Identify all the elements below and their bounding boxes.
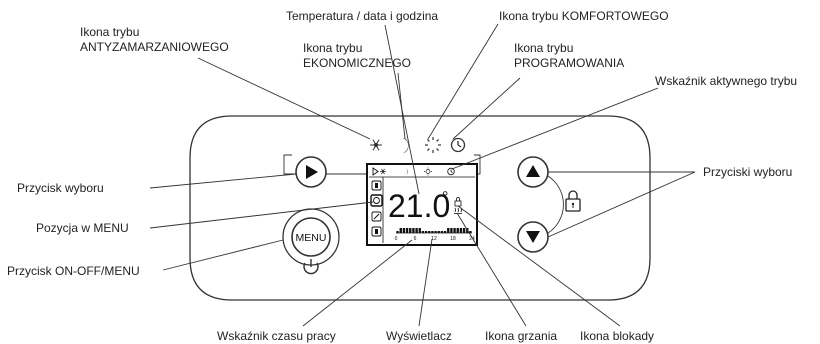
timeline-tick-label: 18	[450, 236, 456, 242]
label-program-icon-line1: Ikona trybu	[514, 41, 573, 55]
label-display: Wyświetlacz	[386, 329, 452, 343]
label-temp-date-time: Temperatura / data i godzina	[286, 9, 438, 23]
label-comfort-icon: Ikona trybu KOMFORTOWEGO	[499, 9, 669, 23]
label-working-time-indicator: Wskaźnik czasu pracy	[217, 329, 336, 343]
label-select-button-left: Przycisk wyboru	[17, 181, 104, 195]
leader-lines	[149, 23, 696, 327]
timeline-bar	[412, 228, 415, 233]
padlock-icon	[565, 190, 581, 212]
label-program-icon-line2: PROGRAMOWANIA	[514, 56, 624, 70]
lcd-degree: °	[442, 189, 448, 206]
lcd-sun-icon	[424, 167, 432, 176]
timeline-tick-label: 12	[431, 236, 437, 242]
lcd-display: 21.0 ° 0 6 12 18 24	[366, 163, 478, 246]
label-menu-position: Pozycja w MENU	[36, 221, 129, 235]
sun-icon	[425, 137, 441, 153]
timeline-bar	[443, 231, 447, 233]
timeline-tick-label: 24	[469, 236, 475, 242]
timeline-bar	[437, 231, 440, 233]
label-active-mode-indicator: Wskaźnik aktywnego trybu	[655, 74, 797, 88]
lcd-heating-icon	[454, 207, 462, 214]
timeline-bar	[456, 228, 459, 233]
select-button-left[interactable]	[295, 156, 327, 188]
label-lock-icon: Ikona blokady	[580, 329, 654, 343]
timeline-bar	[453, 228, 456, 233]
label-antifreeze-icon-line1: Ikona trybu	[80, 25, 139, 39]
lcd-temperature: 21.0	[388, 188, 450, 224]
timeline-bar	[431, 231, 434, 233]
menu-item-1	[371, 180, 382, 191]
clock-icon	[450, 137, 466, 153]
label-heating-icon: Ikona grzania	[485, 329, 557, 343]
timeline-bar	[396, 231, 399, 233]
arrow-up-icon	[526, 165, 540, 177]
lcd-clock-icon	[447, 167, 455, 176]
timeline-bar	[402, 228, 406, 233]
timeline-tick-label: 6	[414, 236, 417, 242]
moon-icon	[403, 138, 409, 153]
timeline-bar	[415, 228, 418, 233]
timeline-bar	[462, 228, 466, 233]
timeline-bar	[447, 228, 450, 233]
menu-button[interactable]: MENU	[282, 208, 340, 266]
label-onoff-menu-button: Przycisk ON-OFF/MENU	[7, 264, 140, 278]
timeline-bar	[434, 231, 437, 233]
label-select-buttons-right: Przyciski wyboru	[703, 165, 792, 179]
menu-button-label: MENU	[296, 232, 327, 244]
timeline-bar	[418, 228, 421, 233]
timeline-bar	[469, 231, 472, 233]
timeline-bar	[428, 231, 431, 233]
label-eco-icon-line1: Ikona trybu	[303, 41, 362, 55]
snowflake-icon	[370, 139, 382, 151]
timeline-bar	[409, 228, 412, 233]
menu-item-2	[370, 194, 383, 207]
power-icon	[303, 259, 319, 275]
lcd-arrow-icon	[372, 167, 379, 176]
timeline-tick-label: 0	[395, 236, 398, 242]
lcd-snowflake-icon	[380, 168, 386, 175]
timeline-bars	[396, 228, 472, 233]
device-body	[189, 115, 651, 301]
timeline-bar	[450, 228, 453, 233]
lock-arc	[547, 175, 564, 234]
menu-item-4	[371, 226, 382, 237]
timeline-ticks: 0 6 12 18 24	[395, 236, 475, 242]
timeline-bar	[459, 228, 463, 233]
timeline-bar	[399, 228, 402, 233]
arrow-down-icon	[526, 231, 540, 243]
timeline-bar	[424, 231, 428, 233]
down-button[interactable]	[517, 221, 549, 253]
up-button[interactable]	[517, 156, 549, 188]
timeline-bar	[421, 231, 425, 233]
timeline-bar	[405, 228, 409, 233]
timeline-bar	[440, 231, 444, 233]
menu-item-3	[371, 211, 382, 222]
play-icon	[306, 165, 318, 179]
label-antifreeze-icon-line2: ANTYZAMARZANIOWEGO	[80, 40, 229, 54]
label-eco-icon-line2: EKONOMICZNEGO	[303, 56, 411, 70]
